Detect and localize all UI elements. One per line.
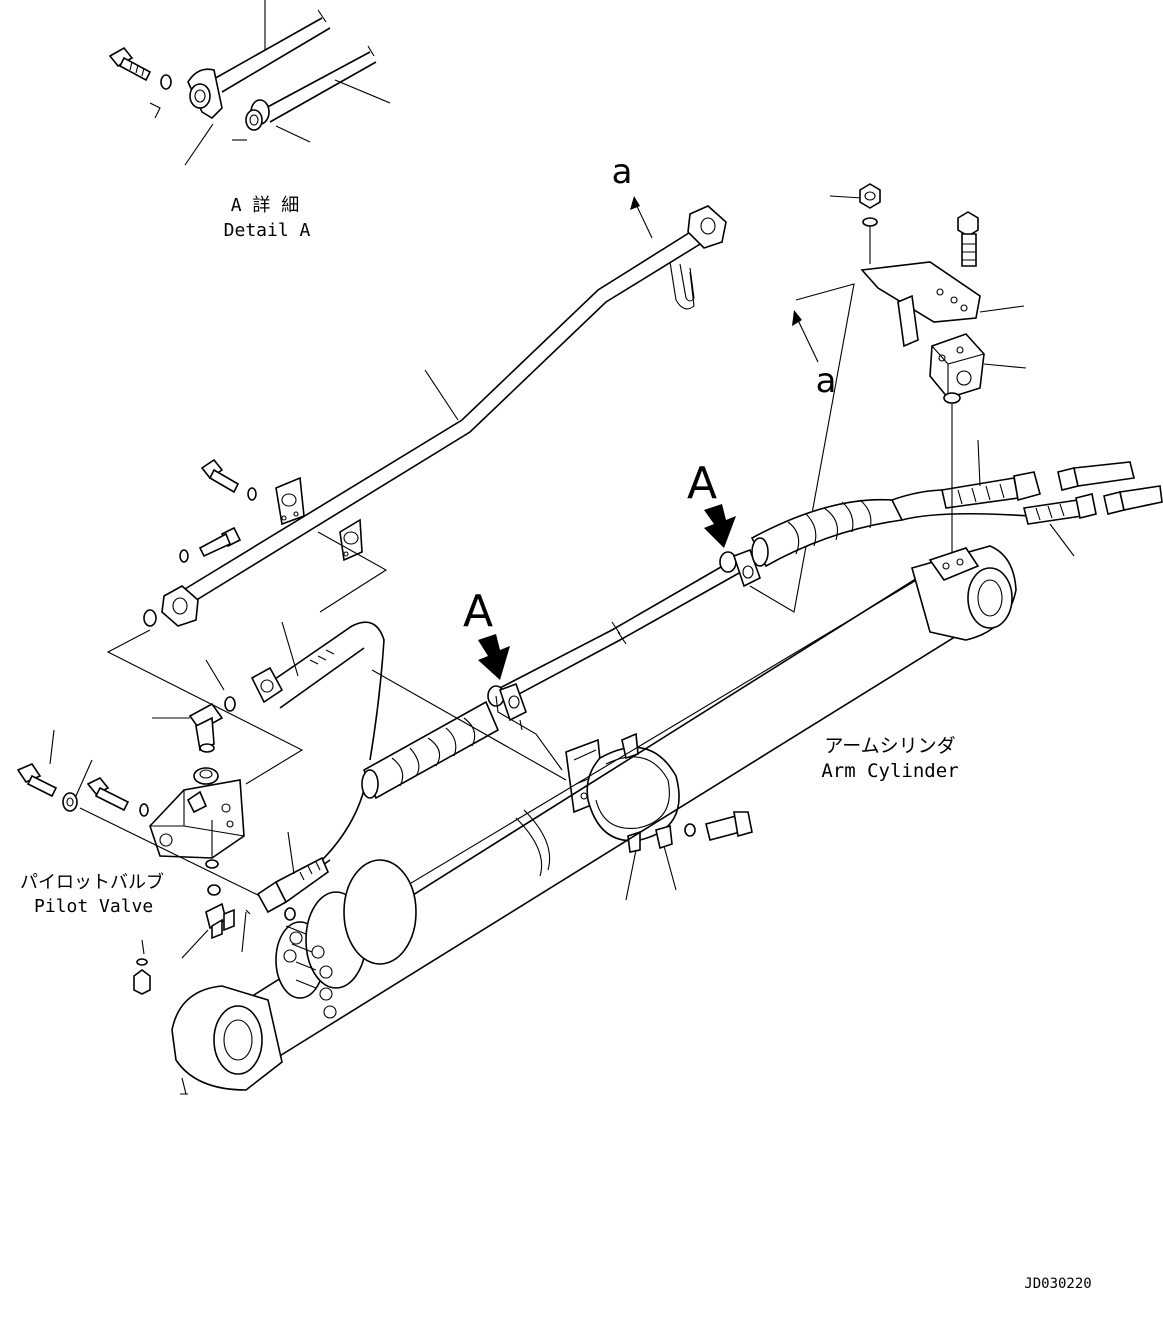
- cylinder-gland-icon: [275, 859, 417, 1019]
- block-o-ring-icon: [943, 392, 961, 404]
- o-ring-lower-icon: [207, 884, 221, 896]
- nut-washer-icon: [862, 217, 878, 227]
- plug-leader: [141, 939, 145, 955]
- detail-a-title-jp: A 詳 細: [231, 195, 300, 216]
- bracket-link-line: [749, 283, 855, 613]
- tube-middle: [487, 283, 855, 771]
- pipe-bolt-upper-icon: [200, 458, 257, 501]
- pilot-valve-bolt-right-icon: [86, 776, 149, 817]
- o-ring-icon: [143, 609, 157, 627]
- clamp-assembly-link: [495, 695, 563, 771]
- arm-cylinder: アームシリンダ Arm Cylinder: [171, 545, 1017, 1095]
- cylinder-head-end-icon: [911, 545, 1017, 641]
- tube-break-mark: [611, 621, 627, 645]
- ref-A-upper-arrow-icon: [704, 504, 736, 548]
- spiral-guard-upper-icon: [750, 489, 1031, 568]
- ref-A-upper: A: [687, 458, 736, 548]
- bracket-icon: [860, 261, 981, 348]
- pilot-valve-o-ring-icon: [224, 696, 236, 712]
- detached-fitting-upper-icon: [1057, 461, 1135, 491]
- bracket-bolt-icon: [957, 211, 979, 267]
- ref-a-right: a: [792, 310, 836, 401]
- pipe-flange-bottom-icon: [161, 585, 199, 627]
- tube-clamp-upper-icon: [719, 548, 761, 588]
- detail-bushing-icon: [245, 99, 270, 131]
- hose-fitting-lower-icon: [1075, 493, 1097, 519]
- pilot-valve-label-en: Pilot Valve: [34, 896, 153, 917]
- arm-cylinder-label-en: Arm Cylinder: [821, 760, 958, 782]
- cylinder-break-mark-2: [523, 809, 551, 871]
- pilot-valve-centerline: [79, 807, 269, 901]
- hose-upper-right: [941, 439, 1163, 557]
- cylinder-break-mark-1: [515, 817, 543, 877]
- pilot-valve-label-jp: パイロットバルブ: [20, 871, 164, 893]
- nut-icon: [859, 183, 881, 209]
- clamp-link-line: [317, 531, 388, 613]
- mounting-bracket-group: [829, 183, 1027, 562]
- ref-a-top-arrowhead: [630, 196, 640, 210]
- hose-lower-fitting-top-icon: [250, 649, 335, 704]
- ref-a-right-arrowhead: [792, 310, 802, 326]
- clamp-band-icon: [586, 732, 680, 853]
- plug-lower-icon: [133, 958, 151, 995]
- assembly-link-line: [106, 629, 304, 785]
- tube-clamp-lower-icon: [487, 682, 527, 731]
- pilot-valve-group: パイロットバルブ Pilot Valve: [16, 659, 269, 995]
- ref-A-lower: A: [463, 586, 510, 680]
- detail-a-view: A 詳 細 Detail A: [108, 0, 391, 241]
- pilot-valve-bolt-left-icon: [16, 729, 58, 798]
- spiral-guard-lower-icon: [361, 700, 500, 800]
- detail-bolt-icon: [108, 46, 152, 82]
- straight-fitting-icon: [181, 902, 251, 959]
- ref-A-upper-label: A: [687, 458, 717, 509]
- pipe-flange-top-icon: [687, 205, 727, 249]
- ref-a-top: a: [612, 152, 653, 239]
- ref-A-lower-arrow-icon: [478, 634, 510, 680]
- hose-lower-fitting-bottom-icon: [256, 831, 329, 914]
- clamp-bolt-icon: [684, 811, 753, 841]
- detached-fitting-lower-icon: [1103, 485, 1163, 515]
- u-bolt-icon: [669, 261, 695, 310]
- detail-washer-icon: [160, 74, 172, 90]
- ref-A-lower-label: A: [463, 586, 493, 637]
- arm-cylinder-label-jp: アームシリンダ: [824, 735, 955, 757]
- junction-block-icon: [929, 333, 985, 399]
- detail-a-title-en: Detail A: [224, 220, 311, 241]
- pipe-bolt-lower-icon: [179, 526, 242, 563]
- cylinder-rod-end-icon: [171, 985, 283, 1095]
- pilot-valve-washer-left-icon: [62, 759, 93, 812]
- pipe-clamp-lower-icon: [339, 518, 363, 562]
- hydraulic-pipe: [161, 205, 727, 627]
- detail-clamp-icon: [187, 68, 223, 120]
- cylinder-clamp-group: [371, 669, 753, 901]
- hose-o-ring-icon: [284, 907, 296, 921]
- clamp-assembly-line: [371, 669, 567, 781]
- ref-a-right-label: a: [816, 361, 837, 401]
- elbow-fitting-icon: [188, 702, 224, 753]
- drawing-id: JD030220: [1024, 1276, 1091, 1292]
- ref-a-top-label: a: [612, 152, 633, 192]
- pilot-valve-body-icon: [149, 767, 245, 859]
- hose-fitting-upper-icon: [1013, 471, 1041, 502]
- plug-icon: [205, 859, 219, 869]
- pipe-clamp-upper-icon: [275, 476, 305, 526]
- hose-lower: [250, 621, 500, 921]
